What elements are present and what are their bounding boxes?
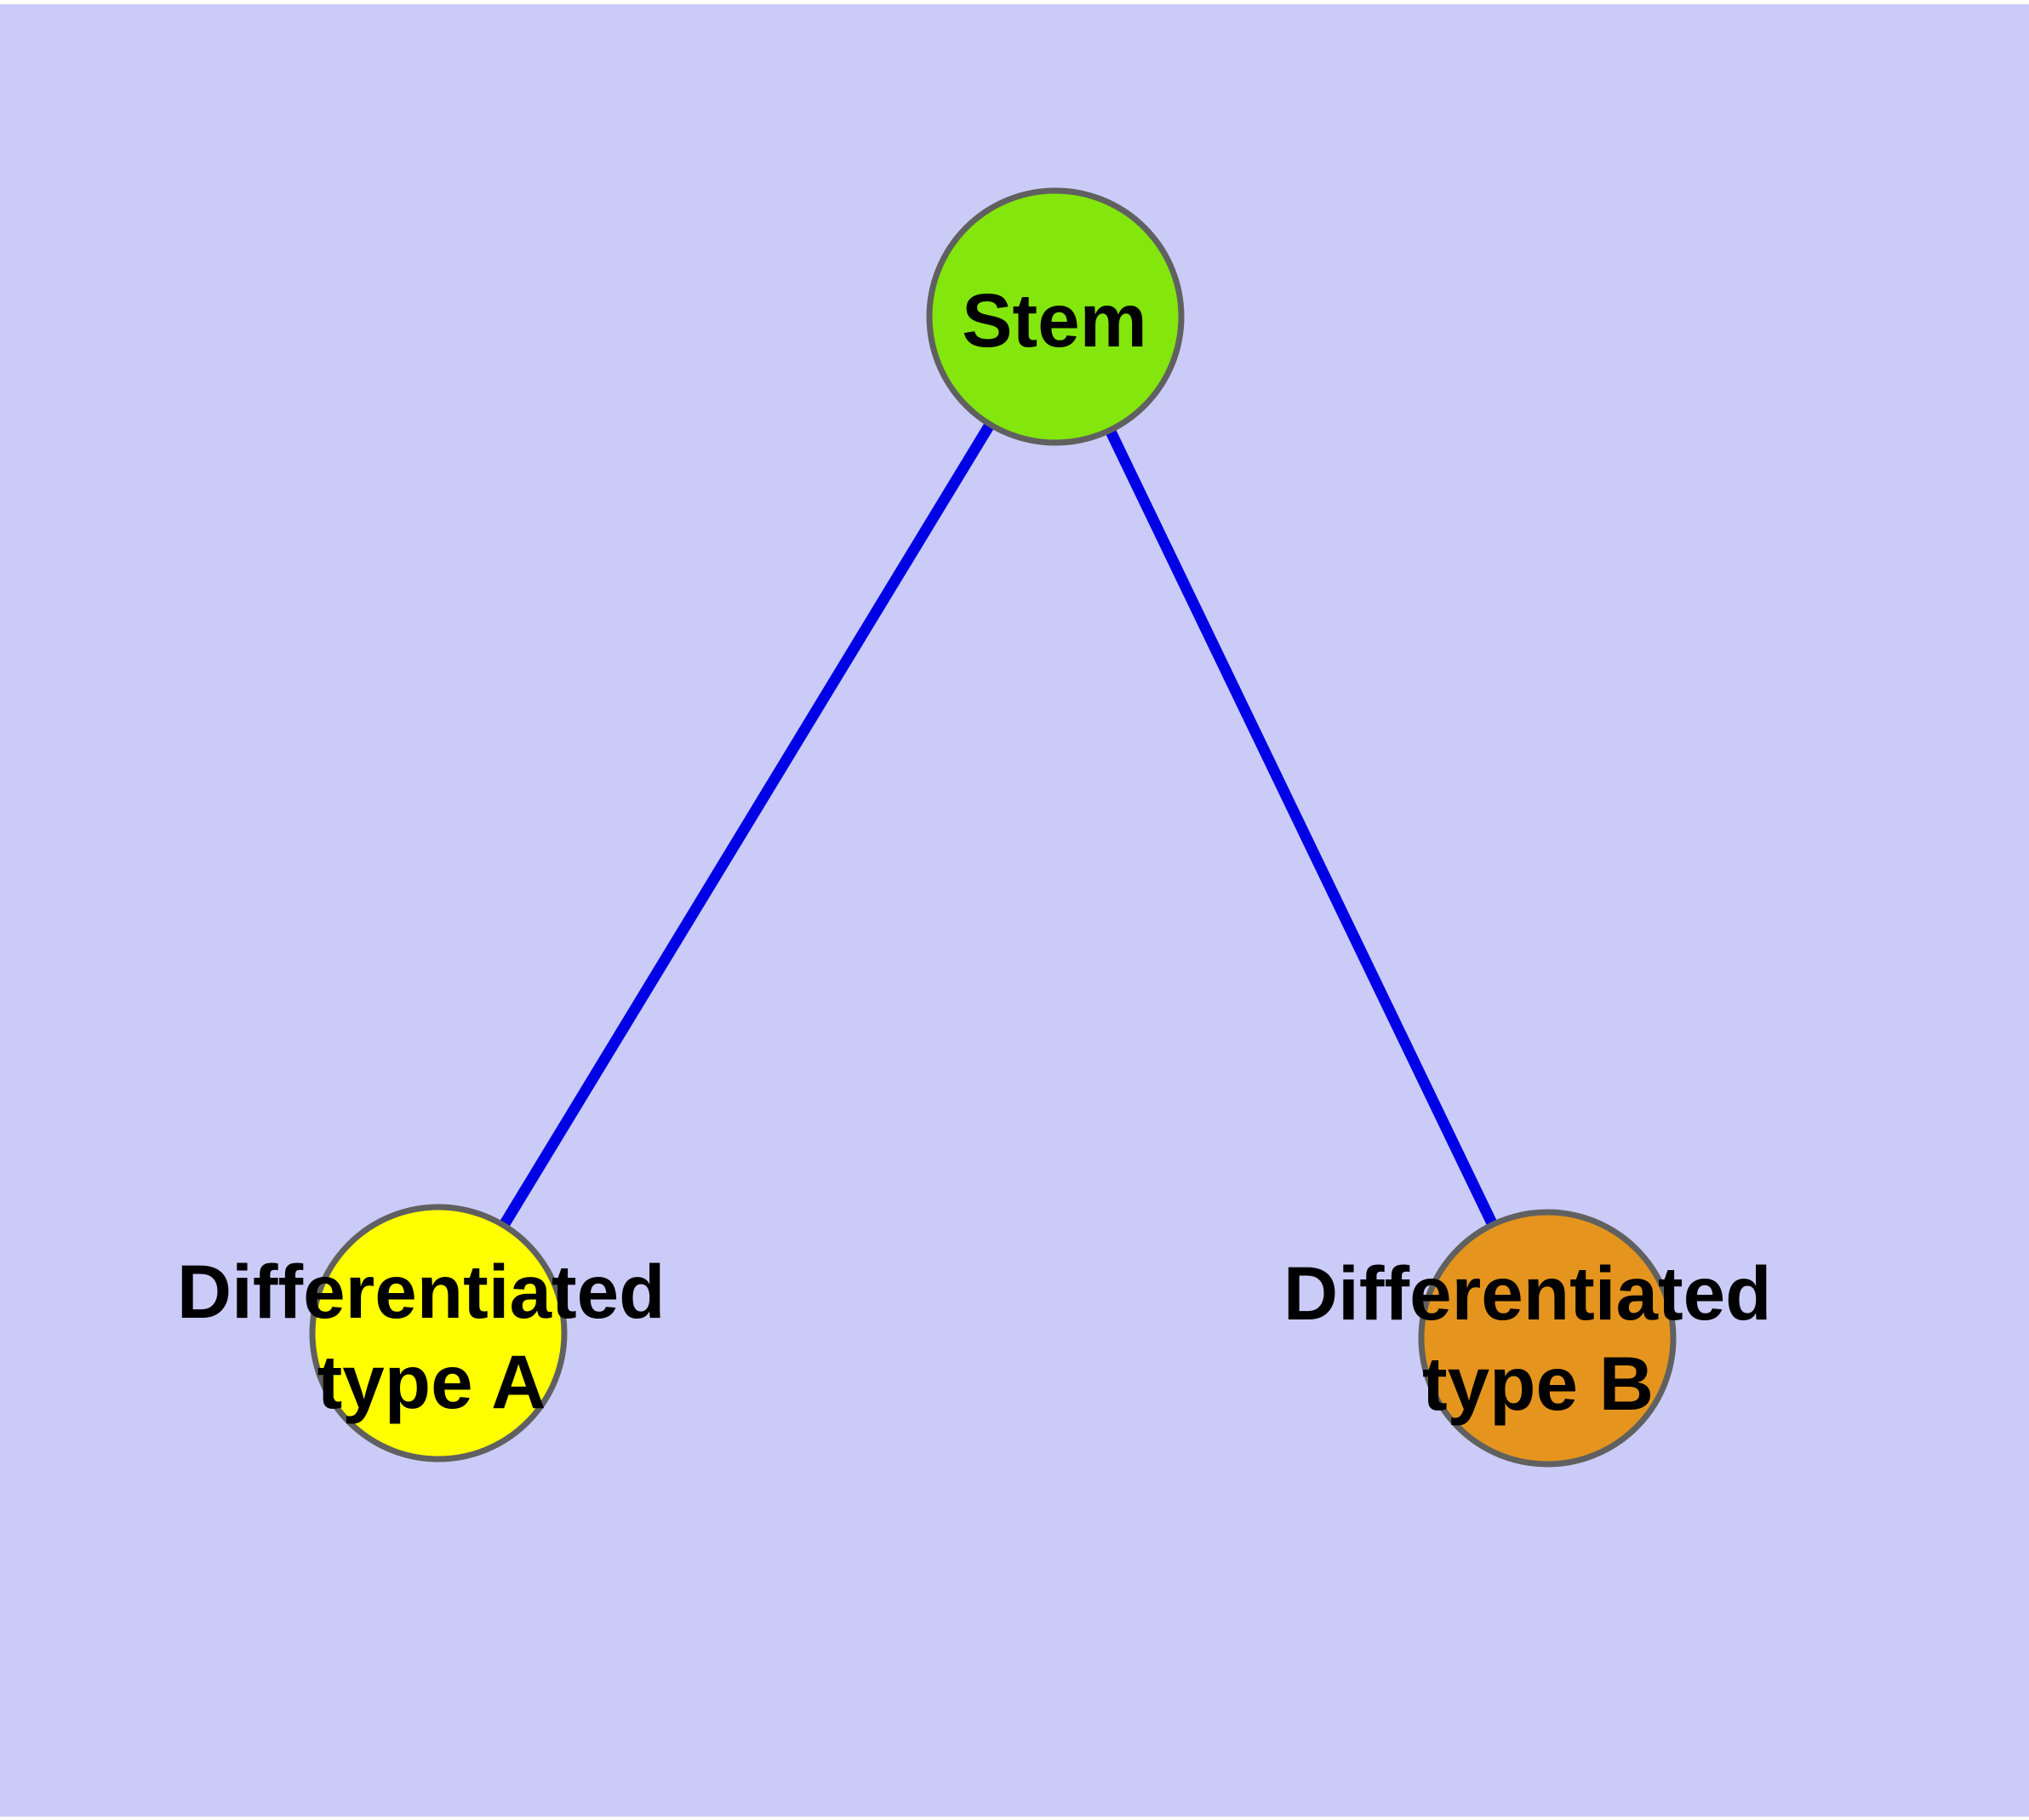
node-type-a-label-line-2: type A [317,1339,546,1424]
node-stem [926,187,1185,446]
node-type-a-label-line-1: Differentiated [177,1249,666,1334]
node-type-b-label-line-2: type B [1422,1341,1654,1426]
node-type-b [1418,1209,1677,1468]
node-type-a [309,1204,568,1462]
edge-stem-to-type-a [433,313,1060,1336]
node-type-b-label: Differentiated type B [1283,1251,1792,1426]
node-type-b-label-line-1: Differentiated [1283,1251,1772,1336]
edge-stem-to-type-b [1050,314,1552,1341]
node-stem-label: Stem [962,278,1147,363]
node-type-a-label: Differentiated type A [177,1249,686,1424]
